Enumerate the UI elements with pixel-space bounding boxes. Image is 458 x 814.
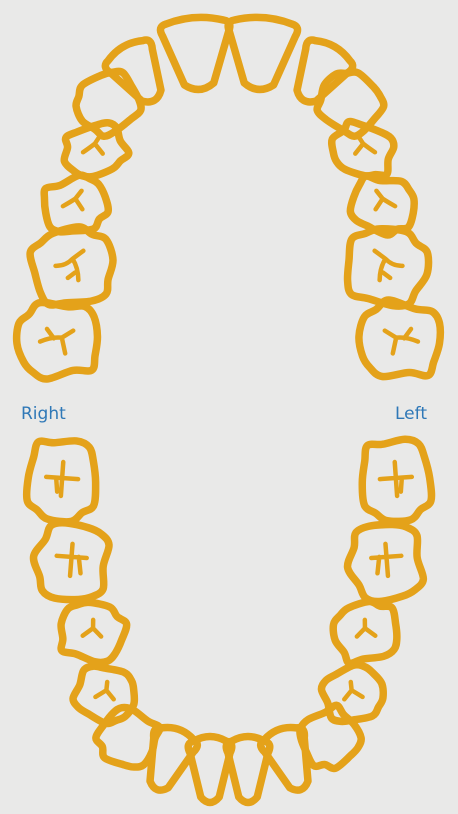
lower-left-first-molar[interactable] xyxy=(342,520,425,606)
tooth-fissure xyxy=(95,680,118,703)
tooth-fissure xyxy=(45,461,79,497)
patient-right-label: Right xyxy=(21,404,66,424)
upper-left-central-incisor[interactable] xyxy=(224,15,298,92)
tooth-fissure xyxy=(54,542,88,578)
upper-right-central-incisor[interactable] xyxy=(160,15,234,92)
tooth-outline xyxy=(224,15,298,92)
lower-arch xyxy=(25,438,434,803)
tooth-fissure xyxy=(370,542,404,578)
lower-left-first-premolar[interactable] xyxy=(317,658,391,729)
lower-right-second-molar[interactable] xyxy=(25,438,99,524)
tooth-fissure xyxy=(370,251,404,284)
tooth-fissure xyxy=(54,251,88,284)
tooth-fissure xyxy=(39,327,75,356)
upper-right-second-molar[interactable] xyxy=(14,298,101,382)
lower-left-second-molar[interactable] xyxy=(359,438,433,524)
upper-arch xyxy=(14,15,443,381)
tooth-fissure xyxy=(372,191,398,214)
tooth-outline xyxy=(69,659,143,730)
lower-right-first-premolar[interactable] xyxy=(69,659,143,730)
lower-right-second-premolar[interactable] xyxy=(54,596,131,668)
tooth-outline xyxy=(27,222,120,311)
tooth-fissure xyxy=(83,618,105,640)
upper-right-first-molar[interactable] xyxy=(27,222,120,311)
tooth-fissure xyxy=(339,680,362,703)
tooth-outline xyxy=(342,520,425,606)
tooth-fissure xyxy=(60,191,86,214)
lower-right-first-molar[interactable] xyxy=(28,519,111,605)
tooth-fissure xyxy=(379,461,413,497)
tooth-fissure xyxy=(353,618,375,640)
tooth-fissure xyxy=(383,327,419,356)
tooth-outline xyxy=(160,15,234,92)
lower-left-second-premolar[interactable] xyxy=(328,596,405,668)
patient-left-label: Left xyxy=(395,404,427,424)
upper-left-second-molar[interactable] xyxy=(356,298,443,382)
